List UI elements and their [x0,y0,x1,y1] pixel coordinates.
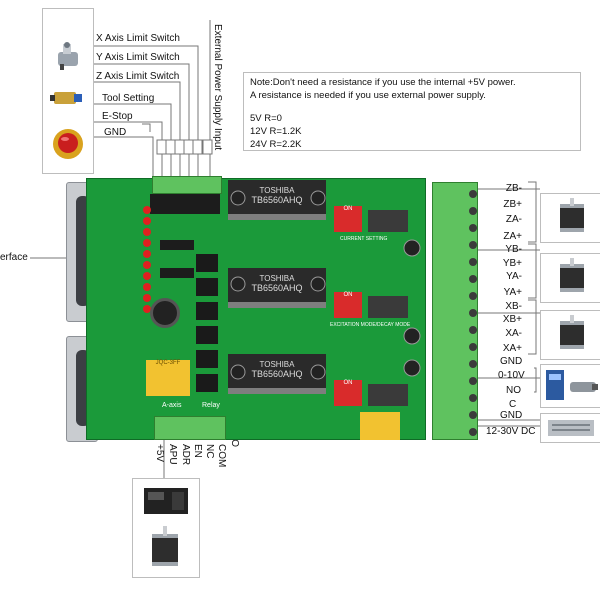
gnd-label: GND [104,127,127,138]
heatsink-y [228,302,326,308]
terminal-label: ADR [180,444,191,465]
note-line-4: 12V R=1.2K [250,126,302,137]
terminal-label: XA- [505,328,522,339]
mode-jumpers-z[interactable] [368,210,408,232]
terminal-label: +5V [154,444,165,462]
terminal-label: ZA+ [503,231,522,242]
terminal-label: XB+ [502,314,522,325]
opto-ic-1 [196,254,218,272]
resistance-note: Note:Don't need a resistance if you use … [243,72,581,151]
power-supply-icon [548,420,594,436]
terminal-label: COM [216,444,227,467]
chip-brand: TOSHIBA [259,186,295,195]
inductor [150,298,180,328]
terminal-label: APU [167,444,178,465]
bottom-terminal-labels: +5V APU ADR EN NC COM NO [154,440,240,467]
status-leds [143,206,151,313]
e-stop-icon [53,129,83,159]
opto-ic-3 [196,302,218,320]
opto-ic-4 [196,326,218,344]
e-stop-label: E-Stop [102,111,133,122]
proximity-sensor-icon [50,92,82,104]
terminal-label: NC [204,444,215,458]
terminal-label: EN [192,444,203,458]
opto-ic-2 [196,278,218,296]
terminal-screws [469,190,477,436]
terminal-label: XA+ [502,343,522,354]
terminal-label: ZB- [505,183,522,194]
relay-label: Relay [202,402,220,409]
opto-ic-6 [196,374,218,392]
terminal-label: GND [500,410,523,421]
external-power-label: External Power Supply Input [212,24,223,151]
jumper-row-2 [160,240,194,250]
terminal-label: C [509,399,517,410]
dip-on-label: ON [343,292,353,298]
mode-jumpers-x[interactable] [368,384,408,406]
note-line-1: Note:Don't need a resistance if you use … [250,77,516,88]
vfd-icon [546,370,598,400]
stepper-motor-icon [152,526,178,566]
note-line-5: 24V R=2.2K [250,139,302,150]
bottom-terminal-block [154,416,226,440]
z-axis-limit-switch-label: Z Axis Limit Switch [96,71,180,82]
current-setting-label: CURRENT SETTING [340,236,388,242]
terminal-label: ZB+ [503,199,522,210]
terminal-label: 0-10V [498,370,525,381]
stepper-motor-icon [560,258,584,292]
external-driver-icon [144,488,188,514]
terminal-label: YB- [505,244,522,255]
limit-header-row [150,194,220,214]
terminal-label: NO [229,440,240,447]
excitation-mode-label: EXCITATION MODE/DECAY MODE [330,322,411,328]
limit-switch-icon [58,42,78,70]
chip-label: TB6560AHQ [251,195,303,205]
dip-on-label: ON [343,206,353,212]
tool-setting-label: Tool Setting [102,93,155,104]
chip-brand: TOSHIBA [259,360,295,369]
chip-label: TB6560AHQ [251,283,303,293]
terminal-label: 12-30V DC [486,426,536,437]
jumper-row-3 [160,268,194,278]
top-terminal-block [152,176,222,194]
opto-ic-5 [196,350,218,368]
stepper-motor-icon [560,315,584,349]
terminal-label: YA+ [503,287,522,298]
x-axis-limit-switch-label: X Axis Limit Switch [96,33,180,44]
dip-switch-y[interactable]: ON [334,292,362,318]
terminal-label: YB+ [502,258,522,269]
mode-jumpers-y[interactable] [368,296,408,318]
interface-label: erface [0,252,28,263]
chip-brand: TOSHIBA [259,274,295,283]
power-relay [360,412,400,440]
y-axis-limit-switch-label: Y Axis Limit Switch [96,52,180,63]
heatsink-z [228,214,326,220]
relay-part-label: JQC-3FF [155,360,181,366]
stepper-motor-icon [560,198,584,232]
terminal-label: YA- [506,271,522,282]
dip-switch-z[interactable]: ON [334,206,362,232]
spindle-relay: JQC-3FF [146,360,190,396]
terminal-label: ZA- [505,214,522,225]
dip-on-label: ON [343,380,353,386]
terminal-label: XB- [505,301,522,312]
note-line-2: A resistance is needed if you use extern… [250,90,486,101]
a-axis-label: A-axis [162,402,182,409]
chip-label: TB6560AHQ [251,369,303,379]
terminal-label: NO [506,385,521,396]
heatsink-x [228,388,326,394]
dip-switch-x[interactable]: ON [334,380,362,406]
note-line-3: 5V R=0 [250,113,282,124]
terminal-label: GND [500,356,523,367]
